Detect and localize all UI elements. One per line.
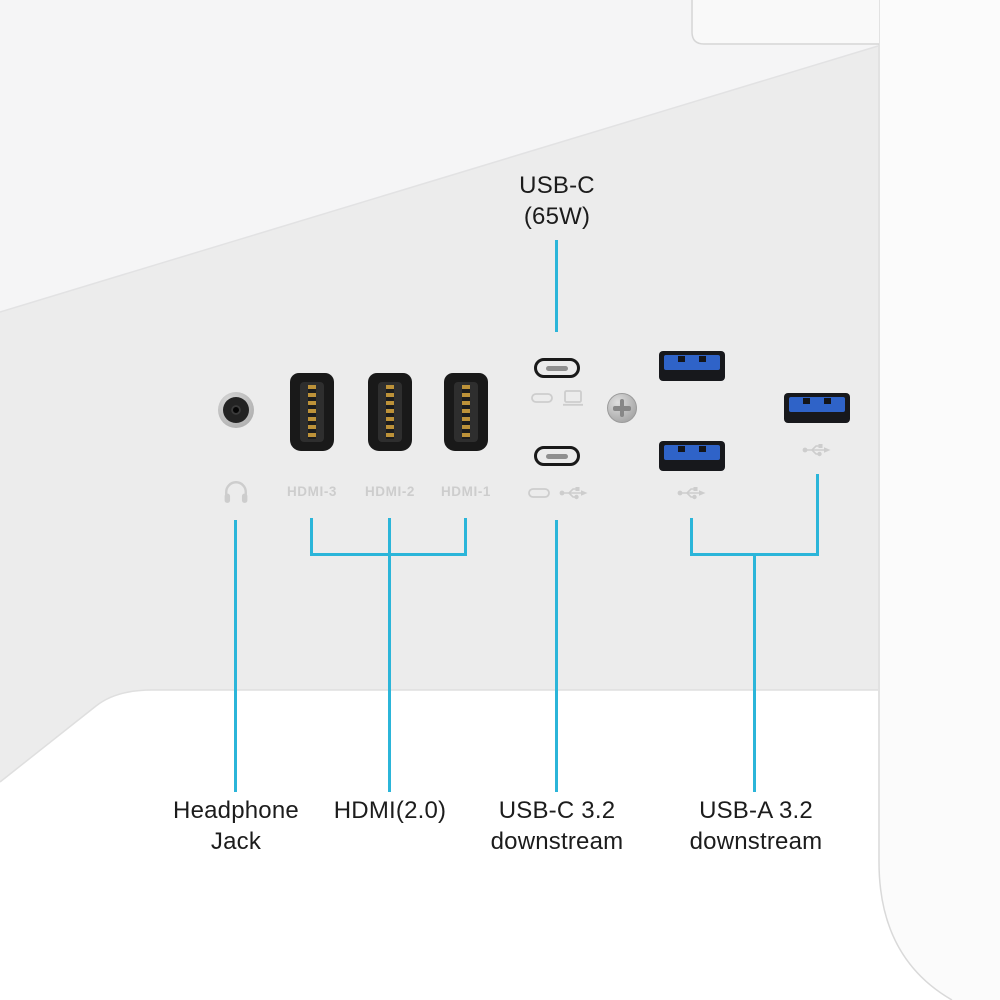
label-headphone-line2: Jack [210, 828, 262, 855]
label-usb-c-power-line1: USB-C [519, 172, 595, 199]
label-usb-a-downstream-line1: USB-A 3.2 [699, 797, 813, 824]
usb-c-downstream-engraving [528, 485, 589, 501]
phillips-screw [607, 393, 637, 423]
callout-line-hdmi-3 [310, 518, 313, 556]
usb-trident-icon [802, 444, 831, 457]
label-hdmi-line1: HDMI(2.0) [333, 797, 447, 824]
usb-trident-icon [677, 487, 706, 500]
usb-a-port-1 [659, 351, 725, 381]
usb-a-port-2 [659, 441, 725, 471]
label-usb-c-downstream-line2: downstream [490, 828, 624, 855]
hdmi-port-2 [368, 373, 412, 451]
callout-line-headphone [234, 520, 237, 792]
laptop-icon [563, 390, 583, 406]
label-usb-c-power-line2: (65W) [523, 203, 591, 230]
callout-line-usb-c-downstream [555, 520, 558, 792]
callout-line-hdmi-1 [464, 518, 467, 556]
usb-c-connector-icon [531, 393, 553, 403]
usb-c-downstream-port [534, 446, 580, 466]
engraving-hdmi-2: HDMI-2 [364, 484, 416, 499]
usb-c-power-engraving [531, 390, 584, 406]
label-headphone-jack: Headphone Jack [136, 795, 336, 857]
callout-line-usb-a-right [816, 474, 819, 556]
engraving-hdmi-3: HDMI-3 [286, 484, 338, 499]
label-usb-a-downstream: USB-A 3.2 downstream [646, 795, 866, 857]
label-usb-c-downstream: USB-C 3.2 downstream [447, 795, 667, 857]
headphone-jack-port [218, 392, 254, 428]
label-hdmi: HDMI(2.0) [290, 795, 490, 826]
headphone-icon [224, 481, 248, 503]
usb-a-port-3 [784, 393, 850, 423]
callout-line-usb-a-main [753, 553, 756, 792]
label-usb-c-power: USB-C (65W) [457, 170, 657, 232]
usb-c-connector-icon [528, 488, 550, 498]
hdmi-port-1 [444, 373, 488, 451]
callout-line-usb-c-power [555, 240, 558, 332]
label-usb-c-downstream-line1: USB-C 3.2 [498, 797, 616, 824]
callout-line-usb-a-left [690, 518, 693, 556]
usb-c-power-port [534, 358, 580, 378]
label-headphone-line1: Headphone [173, 797, 299, 824]
label-usb-a-downstream-line2: downstream [689, 828, 823, 855]
hdmi-port-3 [290, 373, 334, 451]
engraving-hdmi-1: HDMI-1 [440, 484, 492, 499]
callout-line-hdmi-main [388, 518, 391, 792]
usb-trident-icon [559, 487, 588, 500]
